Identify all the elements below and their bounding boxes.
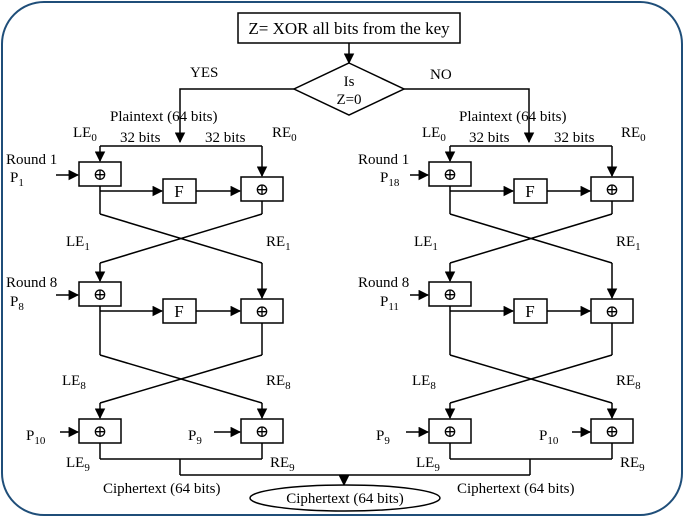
f-label: F	[174, 302, 183, 321]
xor-symbol: ⊕	[255, 302, 269, 321]
right-ciphertext-label: Ciphertext (64 bits)	[457, 481, 574, 497]
f-label: F	[525, 182, 534, 201]
xor-symbol: ⊕	[443, 285, 457, 304]
left-r1-xor-right	[240, 176, 284, 202]
right-le8-label: LE8	[412, 373, 436, 392]
left-ciphertext-label: Ciphertext (64 bits)	[103, 481, 220, 497]
left-r8-xor-right	[240, 298, 284, 324]
f-label: F	[525, 302, 534, 321]
left-re9-label: RE9	[270, 455, 295, 474]
left-p9-label: P9	[188, 428, 202, 447]
xor-symbol: ⊕	[605, 422, 619, 441]
right-p9-label: P9	[376, 428, 390, 447]
right-out-xor-left	[428, 418, 472, 444]
right-round8-label: Round 8	[358, 275, 409, 291]
final-ciphertext-label: Ciphertext (64 bits)	[286, 491, 403, 507]
left-le0-label: LE0	[73, 125, 97, 144]
key-xor-label: Z= XOR all bits from the key	[248, 19, 450, 38]
left-out-xor-left	[78, 418, 122, 444]
xor-symbol: ⊕	[93, 285, 107, 304]
right-round1-label: Round 1	[358, 152, 409, 168]
right-p11-label: P11	[380, 294, 399, 313]
branch-no-label: NO	[430, 67, 452, 83]
decision-line1: Is	[344, 74, 355, 90]
left-round1-label: Round 1	[6, 152, 57, 168]
right-re8-label: RE8	[616, 373, 641, 392]
left-le9-label: LE9	[66, 455, 90, 474]
left-bits-left-label: 32 bits	[120, 130, 161, 146]
xor-symbol: ⊕	[605, 302, 619, 321]
left-bits-right-label: 32 bits	[205, 130, 246, 146]
right-le9-label: LE9	[416, 455, 440, 474]
right-bits-left-label: 32 bits	[469, 130, 510, 146]
right-le0-label: LE0	[422, 125, 446, 144]
xor-symbol: ⊕	[605, 180, 619, 199]
left-p1-label: P1	[10, 170, 24, 189]
right-p10-label: P10	[539, 428, 559, 447]
decision-line2: Z=0	[336, 92, 361, 108]
left-re1-label: RE1	[266, 234, 291, 253]
right-p18-label: P18	[380, 170, 400, 189]
right-re0-label: RE0	[621, 125, 646, 144]
right-bits-right-label: 32 bits	[554, 130, 595, 146]
left-r8-f-box	[162, 298, 197, 324]
xor-symbol: ⊕	[443, 165, 457, 184]
decision-diamond	[292, 62, 406, 116]
left-r8-xor-left	[78, 281, 122, 307]
right-r1-f-box	[513, 178, 548, 204]
right-plaintext-label: Plaintext (64 bits)	[459, 109, 567, 125]
xor-symbol: ⊕	[93, 165, 107, 184]
f-label: F	[174, 182, 183, 201]
left-p10-label: P10	[26, 428, 46, 447]
branch-yes-label: YES	[190, 65, 218, 81]
left-plaintext-label: Plaintext (64 bits)	[110, 109, 218, 125]
xor-symbol: ⊕	[255, 180, 269, 199]
left-branch: Plaintext (64 bits) LE0 32 bits 32 bits …	[6, 109, 297, 497]
right-r8-xor-left	[428, 281, 472, 307]
right-branch: Plaintext (64 bits) LE0 32 bits 32 bits …	[358, 109, 646, 497]
xor-symbol: ⊕	[443, 422, 457, 441]
xor-symbol: ⊕	[255, 422, 269, 441]
left-le8-label: LE8	[62, 373, 86, 392]
left-le1-label: LE1	[66, 234, 90, 253]
left-p8-label: P8	[10, 294, 24, 313]
left-round8-label: Round 8	[6, 275, 57, 291]
final-ciphertext-ellipse	[249, 484, 441, 512]
right-re9-label: RE9	[620, 455, 645, 474]
xor-symbol: ⊕	[93, 422, 107, 441]
right-le1-label: LE1	[414, 234, 438, 253]
left-re8-label: RE8	[266, 373, 291, 392]
right-r8-xor-right	[590, 298, 634, 324]
right-re1-label: RE1	[616, 234, 641, 253]
key-xor-box	[237, 12, 461, 44]
left-re0-label: RE0	[272, 125, 297, 144]
